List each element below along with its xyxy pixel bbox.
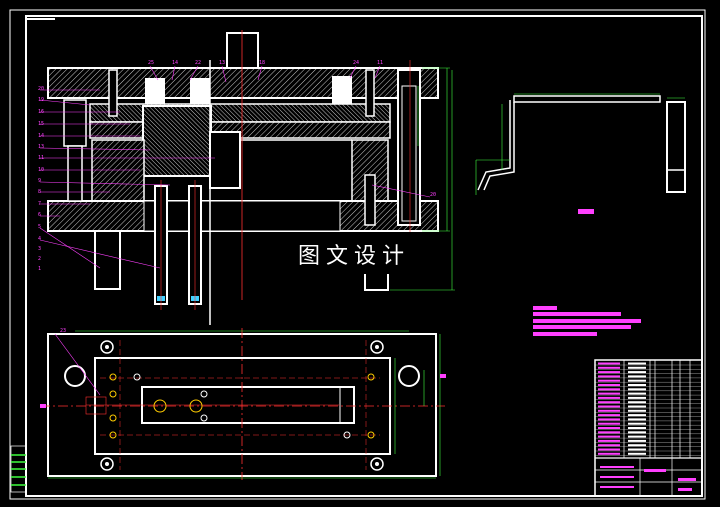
callout-13: 13	[219, 60, 225, 66]
callout-25: 25	[148, 60, 154, 66]
punch-block	[142, 105, 212, 177]
svg-text:9: 9	[38, 178, 41, 184]
plan-view: 23	[40, 328, 446, 480]
sheet-border	[9, 9, 706, 500]
callout-right-20: 20	[430, 192, 436, 198]
callout-14: 14	[172, 60, 178, 66]
upper-die-plate	[47, 67, 439, 99]
svg-text:13: 13	[38, 144, 44, 150]
svg-text:15: 15	[38, 121, 44, 127]
part-profile-view	[475, 93, 686, 214]
callout-24: 24	[353, 60, 359, 66]
callout-11: 11	[377, 60, 383, 66]
svg-text:4: 4	[38, 236, 41, 242]
callout-plan-23: 23	[60, 328, 66, 334]
svg-text:5: 5	[38, 224, 41, 230]
svg-text:19: 19	[38, 97, 44, 103]
top-callouts: 25 14 22 13 18 24 11	[148, 60, 383, 66]
svg-text:8: 8	[38, 189, 41, 195]
svg-text:1: 1	[38, 266, 41, 272]
punch-plate	[89, 103, 391, 123]
left-callouts: 20 19 16 15 14 13 11 10 9 8 7 6 5 4 3 2 …	[38, 86, 436, 272]
margin-stamp	[10, 445, 27, 493]
leader-lines	[39, 65, 431, 269]
svg-text:2: 2	[38, 256, 41, 262]
svg-text:10: 10	[38, 167, 44, 173]
svg-text:16: 16	[38, 109, 44, 115]
svg-text:7: 7	[38, 201, 41, 207]
svg-text:11: 11	[38, 155, 44, 161]
callout-22: 22	[195, 60, 201, 66]
front-section-view	[47, 30, 455, 325]
title-block	[594, 359, 703, 497]
svg-text:14: 14	[38, 133, 44, 139]
technical-notes	[533, 306, 641, 336]
svg-text:20: 20	[38, 86, 44, 92]
svg-text:6: 6	[38, 212, 41, 218]
callout-18: 18	[259, 60, 265, 66]
watermark-text: 图文设计	[298, 244, 411, 269]
svg-text:3: 3	[38, 246, 41, 252]
